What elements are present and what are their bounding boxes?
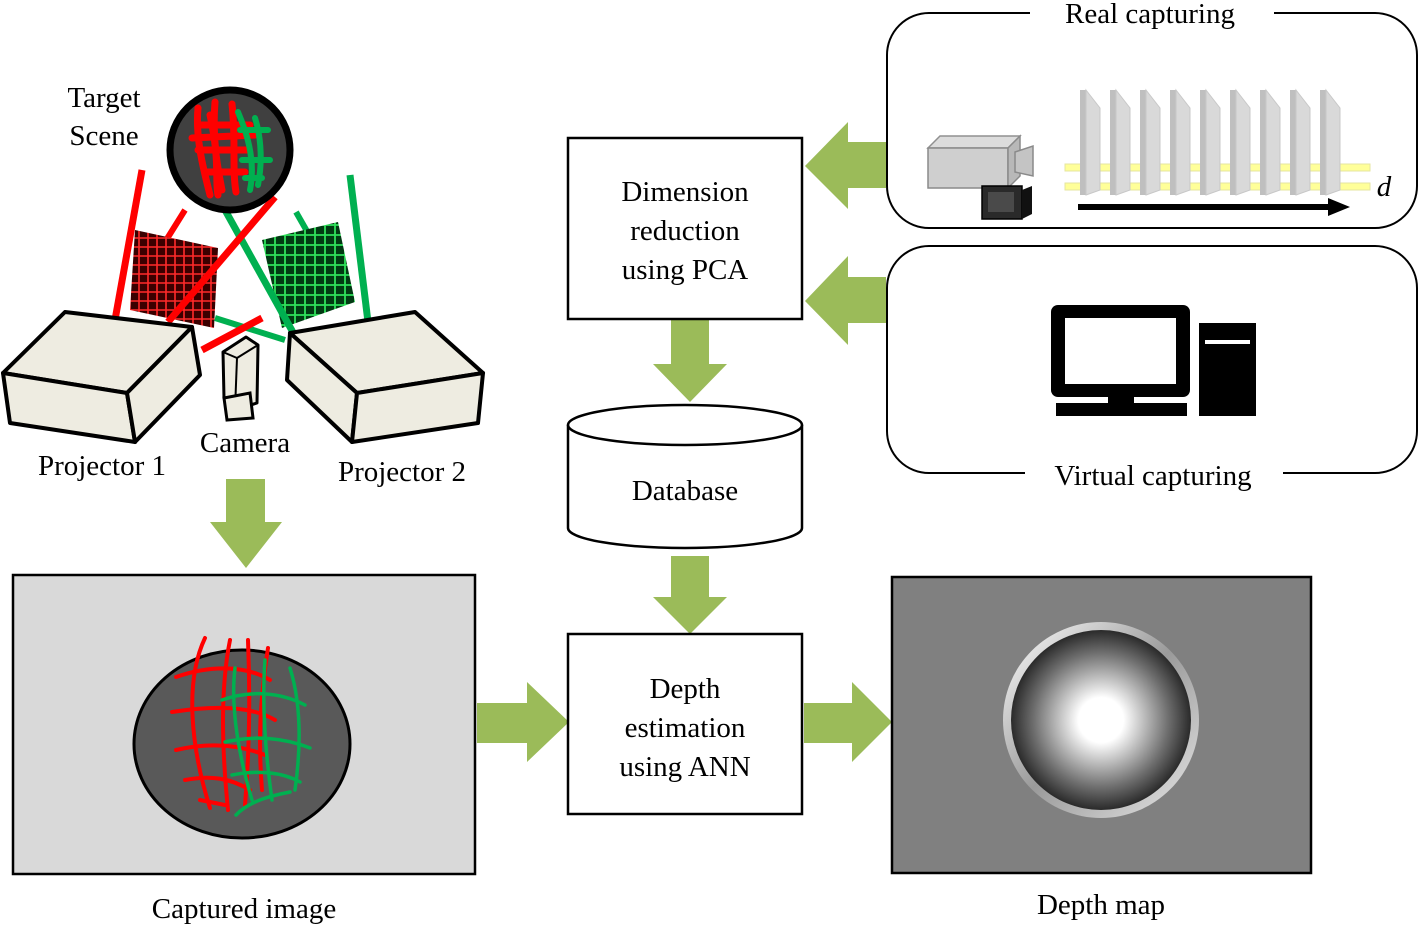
database-cylinder: Database <box>566 403 804 550</box>
arrow-right-captured <box>477 682 569 762</box>
plate-edge <box>1170 90 1176 195</box>
projector-2 <box>285 310 485 444</box>
depth-dome <box>1011 630 1191 810</box>
plate <box>1115 88 1131 196</box>
target-label-line1: Target <box>67 82 140 114</box>
arrow-left-real <box>805 122 886 209</box>
plate-edge <box>1080 90 1086 195</box>
target-plates <box>1080 88 1341 196</box>
flow-arrows <box>210 122 892 762</box>
plate-edge <box>1110 90 1116 195</box>
projection-setup: Target Scene Projector 1 Camera Projecto… <box>1 82 485 488</box>
projector-2-label: Projector 2 <box>338 456 466 488</box>
desktop-computer-icon <box>1051 305 1256 416</box>
pca-box: Dimension reduction using PCA <box>566 136 804 321</box>
depth-map-panel: Depth map <box>890 575 1313 921</box>
pca-text-line3: using PCA <box>622 254 749 286</box>
arrow-left-virtual <box>805 256 886 345</box>
green-pattern <box>262 222 355 328</box>
plate <box>1085 88 1101 196</box>
red-ray <box>165 194 278 325</box>
green-ray <box>214 315 286 343</box>
video-camera-icon <box>926 134 1034 220</box>
plate-edge <box>1290 90 1296 195</box>
plate-edge <box>1200 90 1206 195</box>
virtual-capturing-title: Virtual capturing <box>1054 460 1251 492</box>
arrow-right-depth <box>804 682 892 762</box>
projector-1 <box>1 310 202 444</box>
red-pattern <box>130 230 218 328</box>
arrow-down-database <box>653 556 727 634</box>
depth-map-label: Depth map <box>1037 889 1165 921</box>
virtual-capturing-panel: Virtual capturing <box>886 245 1418 492</box>
target-label-line2: Scene <box>69 120 138 152</box>
plate-edge <box>1260 90 1266 195</box>
plate <box>1295 88 1311 196</box>
plate-edge <box>1320 90 1326 195</box>
green-lines <box>235 109 273 193</box>
green-ray <box>221 208 304 347</box>
ann-text-line2: estimation <box>625 712 746 744</box>
captured-red-lines <box>170 636 277 812</box>
arrow-down-pca <box>653 320 727 402</box>
ann-text-line3: using ANN <box>619 751 750 783</box>
red-ray <box>111 169 146 321</box>
arrow-down-setup <box>210 479 282 568</box>
plate <box>1175 88 1191 196</box>
projector-1-label: Projector 1 <box>38 450 166 482</box>
captured-image-label: Captured image <box>152 893 336 925</box>
plate <box>1205 88 1221 196</box>
red-ray <box>200 314 264 354</box>
ann-box: Depth estimation using ANN <box>566 632 804 816</box>
real-capturing-title: Real capturing <box>1065 0 1235 30</box>
target-scene-object <box>166 86 294 214</box>
plate-edge <box>1230 90 1236 195</box>
ann-text-line1: Depth <box>650 673 721 705</box>
plate <box>1325 88 1341 196</box>
green-ray <box>346 174 372 323</box>
camera-label: Camera <box>200 427 290 459</box>
captured-green-lines <box>220 658 312 817</box>
plate <box>1265 88 1281 196</box>
camera-device <box>221 335 260 422</box>
real-capturing-panel: Real capturing d <box>886 0 1418 229</box>
axis-d-label: d <box>1377 171 1392 203</box>
red-lines <box>188 98 259 199</box>
pca-text-line2: reduction <box>630 215 740 247</box>
pca-text-line1: Dimension <box>621 176 749 208</box>
plate-edge <box>1140 90 1146 195</box>
database-label: Database <box>632 475 738 507</box>
distance-axis-head <box>1328 198 1350 216</box>
captured-image-panel: Captured image <box>11 573 477 925</box>
plate <box>1235 88 1251 196</box>
plate <box>1145 88 1161 196</box>
